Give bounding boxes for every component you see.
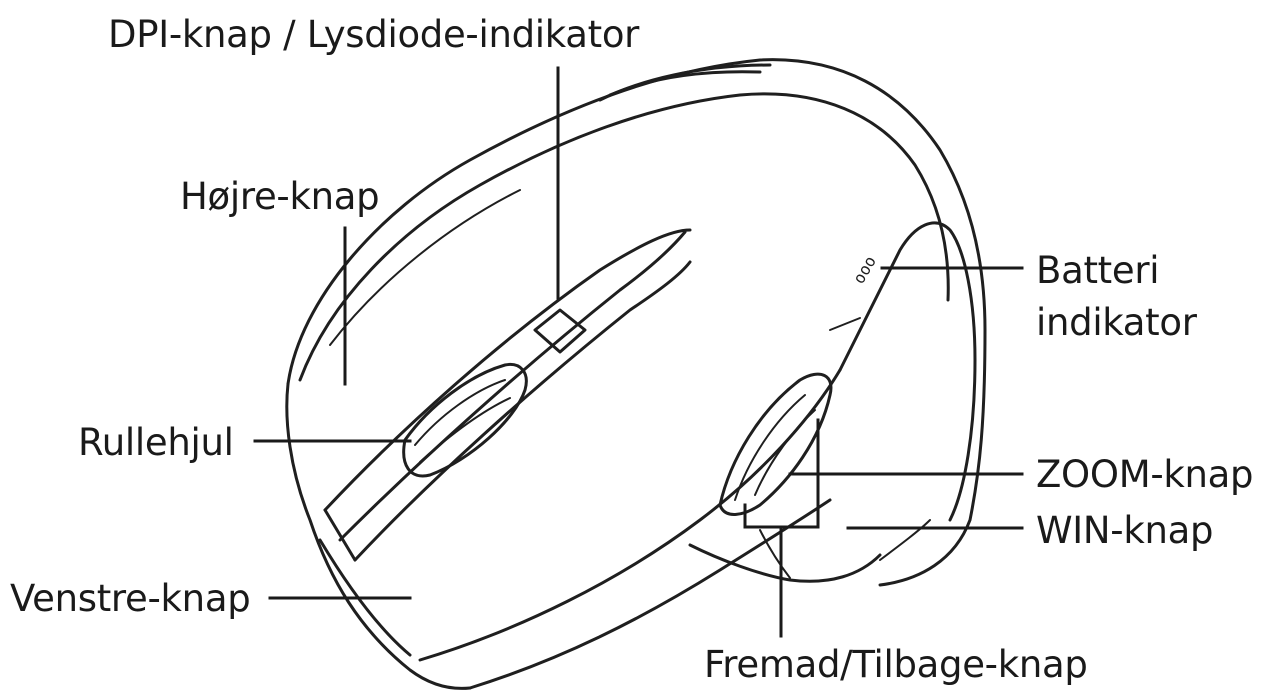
label-battery-line2: indikator	[1036, 301, 1197, 344]
label-zoom-button: ZOOM-knap	[1036, 453, 1254, 496]
svg-text:ooo: ooo	[849, 252, 880, 287]
label-forward-back-button: Fremad/Tilbage-knap	[704, 643, 1088, 686]
label-left-button: Venstre-knap	[10, 577, 251, 620]
label-scroll-wheel: Rullehjul	[78, 421, 234, 464]
callout-lines	[253, 66, 1024, 638]
label-dpi-button: DPI-knap / Lysdiode-indikator	[108, 13, 640, 56]
label-battery-line1: Batteri	[1036, 249, 1160, 292]
mouse-body: ooo	[285, 58, 987, 690]
label-win-button: WIN-knap	[1036, 509, 1214, 552]
label-right-button: Højre-knap	[180, 175, 380, 218]
